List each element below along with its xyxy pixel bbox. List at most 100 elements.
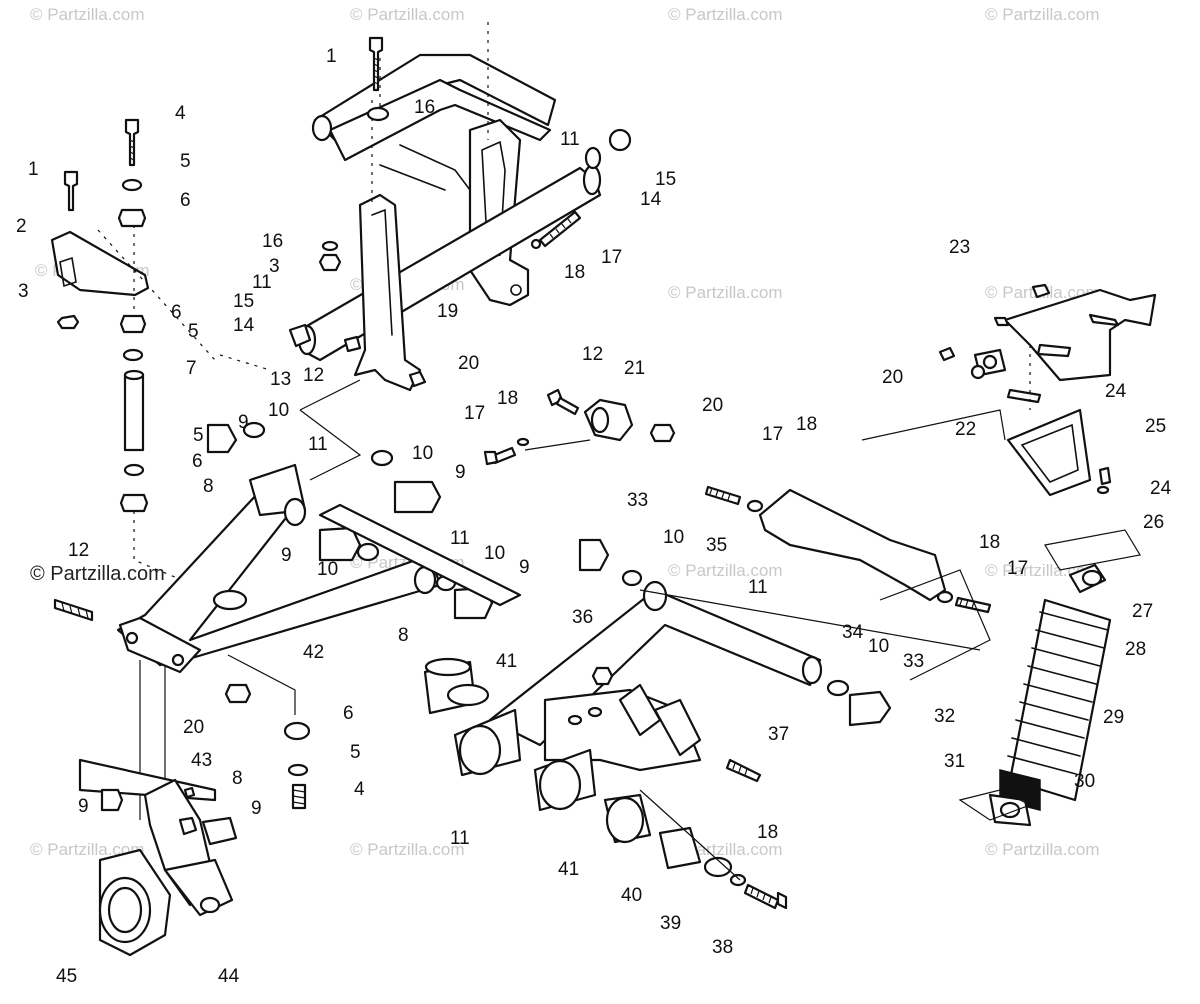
callout-9: 9 bbox=[251, 798, 262, 819]
watermark-text-dark: © Partzilla.com bbox=[30, 563, 165, 585]
callout-3: 3 bbox=[269, 256, 280, 277]
callout-27: 27 bbox=[1132, 601, 1153, 622]
watermark-text: © Partzilla.com bbox=[668, 5, 783, 24]
callout-6: 6 bbox=[171, 302, 182, 323]
callout-5: 5 bbox=[193, 425, 204, 446]
watermark-text: © Partzilla.com bbox=[985, 840, 1100, 859]
callout-18: 18 bbox=[796, 414, 817, 435]
callout-21: 21 bbox=[624, 358, 645, 379]
callout-17: 17 bbox=[1007, 558, 1028, 579]
callout-16: 16 bbox=[262, 231, 283, 252]
callout-11: 11 bbox=[308, 434, 328, 455]
callout-18: 18 bbox=[564, 262, 585, 283]
callout-17: 17 bbox=[464, 403, 485, 424]
callout-23: 23 bbox=[949, 237, 970, 258]
callout-37: 37 bbox=[768, 724, 789, 745]
callout-2: 2 bbox=[16, 216, 27, 237]
callout-11: 11 bbox=[252, 272, 272, 293]
callout-26: 26 bbox=[1143, 512, 1164, 533]
callout-42: 42 bbox=[303, 642, 324, 663]
callout-3: 3 bbox=[18, 281, 29, 302]
callout-10: 10 bbox=[868, 636, 889, 657]
callout-8: 8 bbox=[398, 625, 409, 646]
callout-45: 45 bbox=[56, 966, 77, 987]
callout-4: 4 bbox=[354, 779, 365, 800]
watermark-text: © Partzilla.com bbox=[668, 283, 783, 302]
callout-20: 20 bbox=[183, 717, 204, 738]
callout-10: 10 bbox=[484, 543, 505, 564]
callout-20: 20 bbox=[882, 367, 903, 388]
callout-15: 15 bbox=[233, 291, 254, 312]
hardware-group bbox=[50, 36, 582, 601]
callout-18: 18 bbox=[757, 822, 778, 843]
callout-20: 20 bbox=[702, 395, 723, 416]
callout-11: 11 bbox=[748, 577, 768, 598]
watermark-text: © Partzilla.com bbox=[985, 5, 1100, 24]
callout-1: 1 bbox=[326, 46, 337, 67]
spindle-hub bbox=[78, 758, 238, 957]
callout-10: 10 bbox=[317, 559, 338, 580]
callout-20: 20 bbox=[458, 353, 479, 374]
upper-frame-assembly bbox=[297, 22, 632, 392]
callout-11: 11 bbox=[560, 129, 580, 150]
watermark-text: © Partzilla.com bbox=[30, 5, 145, 24]
callout-11: 11 bbox=[450, 528, 470, 549]
callout-1: 1 bbox=[28, 159, 39, 180]
callout-6: 6 bbox=[343, 703, 354, 724]
callout-38: 38 bbox=[712, 937, 733, 958]
rear-a-arm bbox=[423, 538, 981, 910]
callout-10: 10 bbox=[663, 527, 684, 548]
callout-4: 4 bbox=[175, 103, 186, 124]
callout-41: 41 bbox=[496, 651, 517, 672]
watermark-text: © Partzilla.com bbox=[668, 561, 783, 580]
callout-17: 17 bbox=[601, 247, 622, 268]
watermark-text: © Partzilla.com bbox=[350, 5, 465, 24]
callout-9: 9 bbox=[78, 796, 89, 817]
callout-43: 43 bbox=[191, 750, 212, 771]
callout-11: 11 bbox=[450, 828, 470, 849]
mount-bracket bbox=[483, 388, 992, 614]
callout-15: 15 bbox=[655, 169, 676, 190]
callout-33: 33 bbox=[903, 651, 924, 672]
callout-24: 24 bbox=[1105, 381, 1127, 402]
callout-9: 9 bbox=[455, 462, 466, 483]
callout-44: 44 bbox=[218, 966, 240, 987]
callout-5: 5 bbox=[350, 742, 361, 763]
callout-40: 40 bbox=[621, 885, 642, 906]
watermark-text: © Partzilla.com bbox=[30, 840, 145, 859]
watermark-text: © Partzilla.com bbox=[350, 840, 465, 859]
callout-30: 30 bbox=[1074, 771, 1095, 792]
callout-12: 12 bbox=[582, 344, 603, 365]
callout-39: 39 bbox=[660, 913, 681, 934]
callout-24: 24 bbox=[1150, 478, 1172, 499]
callout-8: 8 bbox=[203, 476, 214, 497]
callout-6: 6 bbox=[180, 190, 191, 211]
callout-36: 36 bbox=[572, 607, 593, 628]
callout-16: 16 bbox=[414, 97, 435, 118]
callout-13: 13 bbox=[270, 369, 291, 390]
callout-12: 12 bbox=[303, 365, 324, 386]
callout-29: 29 bbox=[1103, 707, 1124, 728]
frame-bracket bbox=[861, 283, 1157, 497]
callout-9: 9 bbox=[519, 557, 530, 578]
alignment-lines bbox=[97, 229, 991, 681]
callout-17: 17 bbox=[762, 424, 783, 445]
callout-34: 34 bbox=[842, 622, 864, 643]
callout-14: 14 bbox=[640, 189, 662, 210]
callout-10: 10 bbox=[412, 443, 433, 464]
callout-22: 22 bbox=[955, 419, 976, 440]
callout-32: 32 bbox=[934, 706, 955, 727]
callout-41: 41 bbox=[558, 859, 579, 880]
callout-19: 19 bbox=[437, 301, 458, 322]
callout-9: 9 bbox=[238, 412, 249, 433]
callout-14: 14 bbox=[233, 315, 255, 336]
callout-7: 7 bbox=[186, 358, 197, 379]
callout-10: 10 bbox=[268, 400, 289, 421]
callout-25: 25 bbox=[1145, 416, 1166, 437]
front-a-arm bbox=[53, 421, 522, 820]
callout-28: 28 bbox=[1125, 639, 1146, 660]
callout-8: 8 bbox=[232, 768, 243, 789]
callout-6: 6 bbox=[192, 451, 203, 472]
callout-12: 12 bbox=[68, 540, 89, 561]
